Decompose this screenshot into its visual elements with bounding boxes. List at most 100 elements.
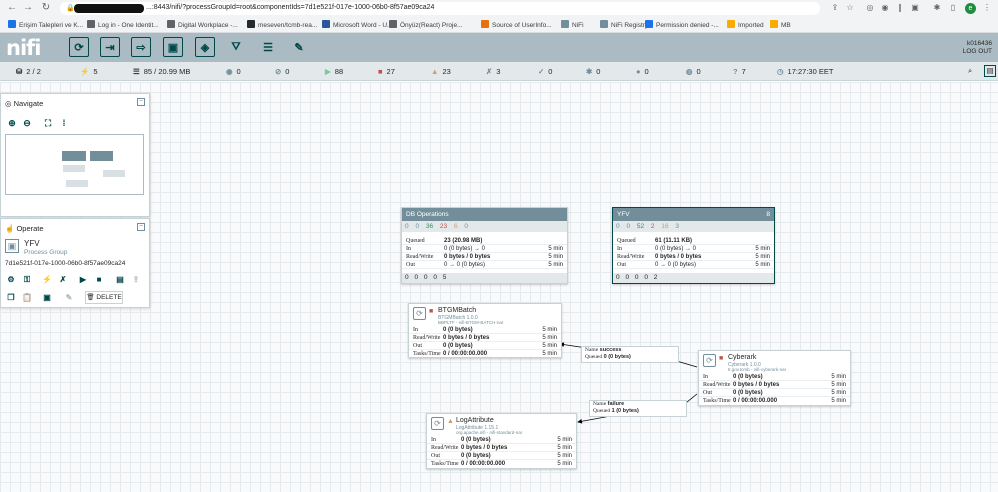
disabled-count: 0 [464,223,469,230]
processor-tool-icon[interactable]: ⟳ [69,37,89,57]
processor-cyberark[interactable]: ⟳ ■ Cyberark Cyberark 1.0.0 tr.gov.tcmb … [698,350,851,406]
puzzle-icon[interactable]: ✱ [933,3,941,12]
not-transmitting-count: 0 [415,223,420,230]
modified-stale-status: ◍0 [686,67,701,76]
menu-icon[interactable]: ⋮ [983,3,991,12]
bookmark-favicon-icon [481,20,489,28]
create-template-icon[interactable]: ▤ [116,275,124,284]
zoom-out-icon[interactable]: ⊖ [23,118,31,128]
funnel-tool-icon[interactable]: ⛛ [231,40,241,53]
selection-name: YFV [24,239,40,248]
bookmark-item[interactable]: MB [770,20,791,30]
extension-icon[interactable]: ❙ [896,3,904,12]
address-bar[interactable]: 🔒 ...:8443/nifi/?processGroupId=root&com… [60,2,820,15]
remote-group-tool-icon[interactable]: ◈ [195,37,215,57]
connection-failure[interactable]: Name failure Queued 1 (0 bytes) [589,400,687,417]
bookmark-item[interactable]: NiFi [561,20,584,30]
stop-icon[interactable]: ■ [96,275,102,284]
back-icon[interactable]: ← [7,2,17,13]
url-row: ← → ↻ 🔒 ...:8443/nifi/?processGroupId=ro… [0,0,998,17]
trash-icon: 🗑 [86,294,97,301]
group-icon[interactable]: ▣ [43,293,51,302]
connection-success[interactable]: Name success Queued 0 (0 bytes) [581,346,679,363]
start-icon[interactable]: ▶ [79,275,87,284]
bookmark-item[interactable]: NiFi Registry [600,20,648,30]
bookmark-favicon-icon [770,20,778,28]
color-icon: ✎ [65,293,73,302]
not-transmitting-count: 0 [626,223,631,230]
cluster-status: ⛁2 / 2 [16,67,41,76]
bookmark-favicon-icon [645,20,653,28]
processor-logattribute[interactable]: ⟳ ▲ LogAttribute LogAttribute 1.15.1 org… [426,413,577,469]
bookmark-item[interactable]: Önyüz(React) Proje... [389,20,463,30]
bookmark-label: meseven/tcmb-rea... [258,22,318,29]
input-port-tool-icon[interactable]: ⇥ [100,37,120,57]
bookmark-item[interactable]: Erişim Talepleri ve K... [8,20,83,30]
process-group-tool-icon[interactable]: ▣ [163,37,183,57]
processor-name: BTGMBatch [438,307,477,314]
bookmark-item[interactable]: Microsoft Word - U... [322,20,392,30]
bookmark-label: Permission denied -... [656,22,719,29]
template-tool-icon[interactable]: ☰ [263,41,273,54]
fit-icon[interactable]: ⛶ [44,118,52,128]
transmitting-count: 0 [616,223,620,230]
bookmark-item[interactable]: Imported [727,20,764,30]
extension-icon[interactable]: ◎ [866,3,874,12]
bookmark-item[interactable]: Log in - One Identit... [87,20,159,30]
collapse-icon[interactable]: − [137,98,145,106]
share-icon[interactable]: ⇪ [831,3,839,12]
bookmark-label: Önyüz(React) Proje... [400,22,463,29]
actual-size-icon[interactable]: ⁞ [62,118,66,128]
bookmark-item[interactable]: meseven/tcmb-rea... [247,20,317,30]
collapse-icon[interactable]: − [137,223,145,231]
processor-bundle: tr.gov.tcmb - nifi-cyberark-nar [728,367,787,372]
process-group-footer: 0 0 0 0 5 [402,273,567,283]
policy-icon[interactable]: ⚿ [23,275,31,284]
bulletin-board-icon[interactable]: ▤ [984,65,996,77]
processor-type: Cyberark 1.0.0 [728,362,761,368]
forward-icon[interactable]: → [23,2,33,13]
bookmark-item[interactable]: Digital Workplace -... [167,20,238,30]
copy-icon[interactable]: ❐ [7,293,15,302]
logout-link[interactable]: LOG OUT [962,48,992,55]
status-bar: ⛁2 / 2 ⚡5 ☰85 / 20.99 MB ◉0 ⊘0 ▶88 ■27 ▲… [0,62,998,81]
star-icon[interactable]: ☆ [846,3,854,12]
output-port-tool-icon[interactable]: ⇨ [131,37,151,57]
zoom-in-icon[interactable]: ⊕ [8,118,16,128]
stopped-count: 2 [650,223,655,230]
bookmark-item[interactable]: Permission denied -... [645,20,719,30]
transmitting-icon: ◉ [226,67,233,76]
enable-icon[interactable]: ⚡ [42,275,52,284]
up-to-date-status: ✓0 [538,67,553,76]
avatar[interactable]: e [965,3,976,14]
reload-icon[interactable]: ↻ [41,2,51,13]
label-tool-icon[interactable]: ✎ [294,41,304,54]
clock-icon[interactable]: ◷ [777,67,784,76]
search-icon[interactable]: ⌕ [968,66,973,75]
disabled-count: 3 [675,223,680,230]
processor-btgmbatch[interactable]: ⟳ ■ BTGMBatch BTGMBatch 1.0.0 BBPLTF - n… [408,303,562,358]
birdseye-group [90,151,113,161]
configure-icon[interactable]: ⚙ [7,275,15,284]
selection-type: Process Group [24,249,68,256]
extension-icon[interactable]: ▣ [911,3,919,12]
delete-button[interactable]: 🗑 DELETE [85,291,123,304]
birdseye-view[interactable] [5,134,144,195]
sidepanel-icon[interactable]: ▯ [950,3,956,12]
operate-panel: ☝ Operate − ▣ YFV Process Group 7d1e521f… [0,218,150,308]
bookmark-label: Source of UserInfo... [492,22,552,29]
bookmark-favicon-icon [600,20,608,28]
up-to-date-count: 0 [405,274,409,281]
modified-stale-count: 0 [644,274,648,281]
username: k016436 [967,40,992,47]
bookmark-item[interactable]: Source of UserInfo... [481,20,552,30]
threads-status: ⚡5 [80,67,98,76]
disable-icon[interactable]: ✗ [59,275,67,284]
extension-icon[interactable]: ◉ [881,3,889,12]
